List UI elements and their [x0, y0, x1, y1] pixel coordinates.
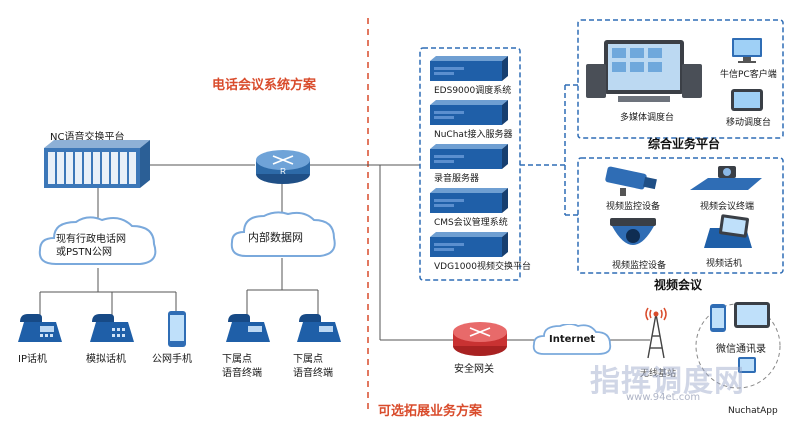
pstn-cloud [38, 216, 157, 265]
server-icon [430, 100, 508, 125]
wireless-tower-icon [645, 307, 667, 359]
internet-label: Internet [549, 334, 596, 345]
internal-network-cloud [230, 211, 336, 257]
nuchat-app-label: NuchatApp [728, 406, 778, 416]
pstn-cloud-line2: 或PSTN公网 [56, 247, 112, 258]
router-letter: R [280, 167, 286, 176]
wireless-station-label: 无线基站 [640, 369, 677, 379]
multimedia-console-icon [586, 40, 702, 102]
pstn-cloud-line1: 现有行政电话网 [56, 234, 126, 245]
sub-terminal-a-line1: 下属点 [222, 354, 252, 365]
sub-terminal-b-icon [297, 314, 341, 342]
surveillance-camera-icon [605, 166, 657, 196]
surveillance-camera-label: 视频监控设备 [606, 202, 661, 212]
server-5: VDG1000视频交换平台 [430, 232, 531, 272]
server-label: NuChat接入服务器 [434, 130, 513, 140]
phone-conference-title: 电话会议系统方案 [212, 78, 317, 93]
server-label: 录音服务器 [434, 174, 480, 184]
conference-terminal-label: 视频会议终端 [700, 202, 755, 212]
optional-extension-title: 可选拓展业务方案 [378, 404, 483, 419]
ip-phone-label: IP话机 [18, 354, 47, 365]
security-gateway-label: 安全网关 [454, 364, 494, 375]
sub-terminal-b-line1: 下属点 [293, 354, 323, 365]
analog-phone-label: 模拟话机 [86, 354, 126, 365]
server-icon [430, 232, 508, 257]
watermark-url: www.94et.com [626, 392, 701, 403]
ip-phone-icon [18, 314, 62, 342]
sub-terminal-a-line2: 语音终端 [222, 368, 262, 379]
server-icon [430, 188, 508, 213]
sub-terminal-b-line2: 语音终端 [293, 368, 333, 379]
pc-client-label: 牛信PC客户端 [720, 70, 777, 80]
mobile-phone-label: 公网手机 [152, 354, 192, 365]
wechat-label: 微信通讯录 [716, 344, 766, 355]
business-platform-title: 综合业务平台 [648, 137, 721, 151]
dome-camera-label: 视频监控设备 [612, 261, 667, 271]
app-device-icon [738, 357, 756, 373]
security-gateway-icon [453, 322, 507, 356]
nc-platform-label: NC语音交换平台 [50, 132, 125, 143]
analog-phone-icon [90, 314, 134, 342]
server-icon [430, 56, 508, 81]
wechat-devices-icon [710, 302, 770, 332]
server-label: EDS9000调度系统 [434, 86, 512, 96]
video-phone-icon [704, 214, 752, 248]
server-icon [430, 144, 508, 169]
server-2: NuChat接入服务器 [430, 100, 512, 140]
mobile-console-icon [731, 89, 763, 111]
video-conference-title: 视频会议 [654, 278, 703, 292]
mobile-console-label: 移动调度台 [726, 118, 772, 128]
server-label: VDG1000视频交换平台 [434, 262, 531, 272]
watermark-text: 指挥调度网 [590, 364, 745, 399]
pc-client-icon [732, 38, 762, 63]
server-label: CMS会议管理系统 [434, 218, 508, 228]
conference-terminal-icon [690, 166, 762, 190]
multimedia-console-label: 多媒体调度台 [620, 113, 675, 123]
sub-terminal-a-icon [226, 314, 270, 342]
server-1: EDS9000调度系统 [430, 56, 511, 96]
mobile-phone-icon [168, 311, 186, 347]
video-phone-label: 视频话机 [706, 259, 743, 269]
nc-platform-device [44, 140, 150, 188]
internal-network-label: 内部数据网 [248, 231, 303, 244]
server-4: CMS会议管理系统 [430, 188, 508, 228]
dome-camera-icon [610, 218, 656, 245]
internet-cloud [532, 324, 612, 355]
server-3: 录音服务器 [430, 144, 508, 184]
router-icon: R [256, 150, 310, 184]
